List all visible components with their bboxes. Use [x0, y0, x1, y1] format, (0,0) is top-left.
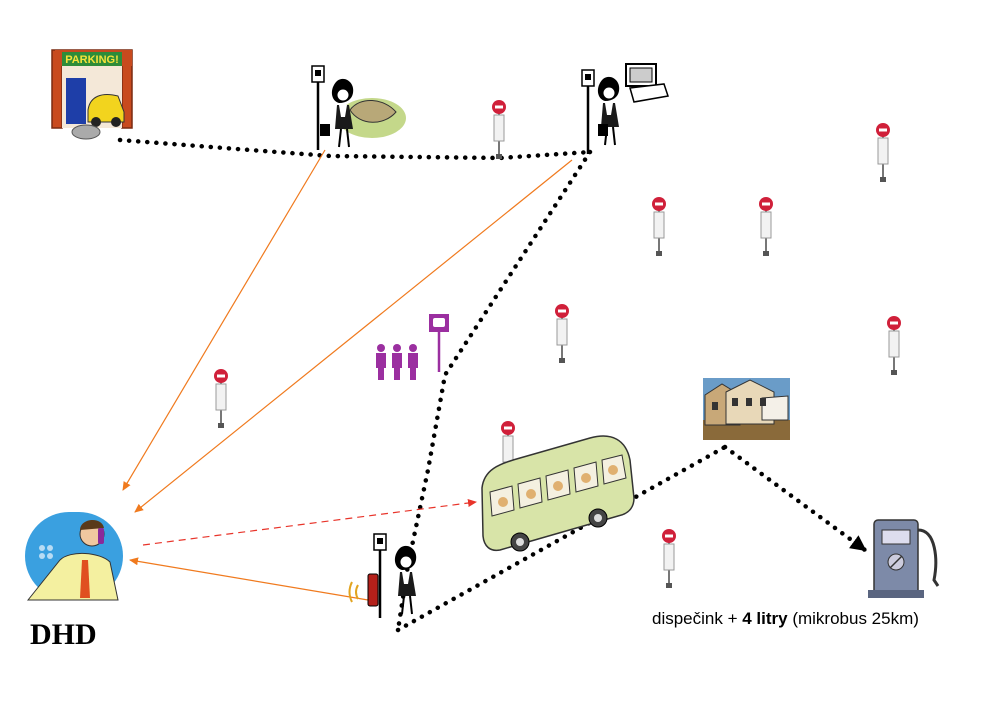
bus-stop-sign-icon [758, 196, 774, 257]
route-to-village [395, 444, 728, 633]
bus-stop-sign-icon [886, 315, 902, 376]
dispatch-arrow [142, 499, 477, 546]
woman-with-ball-icon [310, 64, 406, 152]
bus-stop-sign-icon [661, 528, 677, 589]
caption-suffix: (mikrobus 25km) [787, 609, 919, 628]
route-top [117, 137, 593, 161]
parking-garage-icon: PARKING! [51, 49, 133, 140]
call-arrow-1 [122, 149, 326, 491]
bus-stop-sign-icon [554, 303, 570, 364]
fuel-pump-icon [868, 519, 940, 598]
bus-stop-sign-icon [213, 368, 229, 429]
bus-stop-sign-icon [491, 99, 507, 160]
fuel-cost-caption: dispečink + 4 litry (mikrobus 25km) [652, 609, 919, 629]
waiting-passengers-icon [376, 314, 449, 380]
minibus-icon [481, 435, 635, 552]
call-arrow-2 [134, 159, 573, 513]
bus-stop-sign-icon [651, 196, 667, 257]
call-arrow-3 [129, 557, 369, 601]
caption-prefix: dispečink + [652, 609, 743, 628]
dispatcher-man-phone-icon [25, 512, 123, 601]
village-houses-icon [703, 378, 790, 440]
route-to-fuel [722, 444, 868, 553]
dispatcher-label: DHD [30, 618, 97, 651]
parking-sign-text: PARKING! [65, 54, 119, 66]
woman-with-phone-icon [348, 532, 418, 620]
route-diagonal [395, 149, 593, 633]
caption-bold: 4 litry [742, 609, 788, 628]
bus-stop-sign-icon [875, 122, 891, 183]
woman-with-computer-icon [580, 63, 669, 156]
